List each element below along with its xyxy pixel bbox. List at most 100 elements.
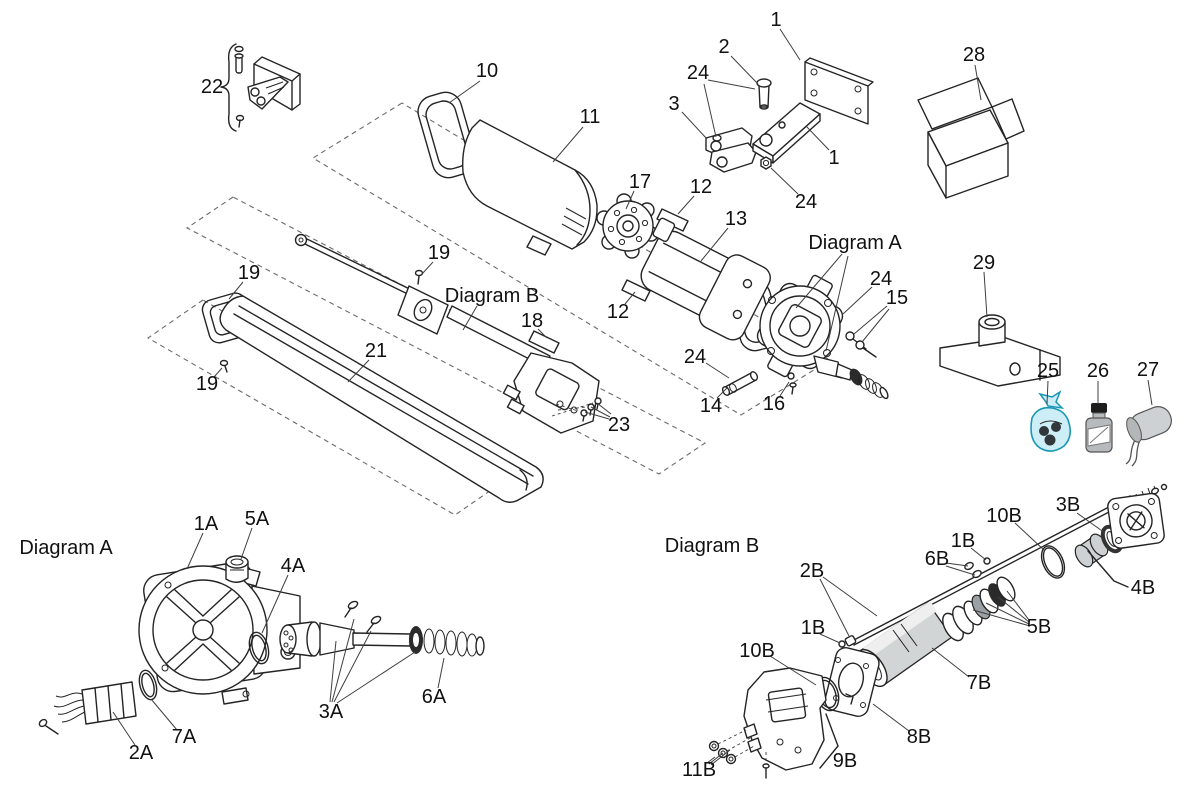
leader-24-clevis-1 [703, 83, 717, 138]
leader-4a-0 [261, 574, 289, 634]
leader-2b-0 [819, 578, 850, 637]
leader-11-0 [552, 126, 584, 163]
callout-22: 22 [201, 76, 223, 98]
callout-10b-left: 10B [739, 640, 775, 662]
callout-5b: 5B [1027, 616, 1051, 638]
part-15-screws [845, 331, 877, 358]
callout-23: 23 [608, 414, 630, 436]
part-4a-o-ring [248, 631, 270, 665]
part-28-packaging-box [917, 77, 1025, 199]
part-3a-release-shaft [279, 600, 423, 657]
leader-28-0 [974, 64, 982, 101]
callout-26: 26 [1087, 360, 1109, 382]
callout-1b-left: 1B [801, 617, 825, 639]
callout-11b: 11B [682, 759, 716, 781]
leader-diagram-a-ref-1 [825, 255, 849, 352]
callout-2a: 2A [129, 742, 154, 764]
callout-7a: 7A [172, 726, 197, 748]
part-1-mounting-plate [804, 57, 874, 125]
callout-diagram-b-ref: Diagram B [445, 285, 539, 307]
callout-29: 29 [973, 252, 995, 274]
leader-3a-2 [333, 630, 372, 703]
part-4b-end-flange [1087, 492, 1165, 588]
leader-1b-left-0 [819, 633, 841, 644]
leader-5a-0 [240, 527, 253, 560]
callout-18: 18 [521, 310, 543, 332]
part-6a-spring [423, 628, 485, 657]
front-flange-assembly [756, 274, 844, 378]
part-11-cover-tube [462, 119, 598, 256]
callout-10b-top: 10B [986, 505, 1022, 527]
leader-3a-0 [329, 640, 337, 703]
leader-10-left-0 [448, 80, 481, 104]
screw-shaft-assembly [294, 233, 600, 434]
callout-9b: 9B [833, 750, 857, 772]
callout-27: 27 [1137, 359, 1159, 381]
leader-23-0 [584, 411, 610, 420]
leader-17-0 [625, 190, 635, 210]
bushing [1074, 533, 1109, 568]
callout-13: 13 [725, 208, 747, 230]
leader-7b-0 [931, 647, 970, 678]
leader-23-2 [596, 402, 612, 415]
callout-4b: 4B [1131, 577, 1155, 599]
leader-6b-1 [945, 565, 976, 576]
leader-5b-1 [997, 596, 1030, 623]
leader-11b-1 [708, 752, 724, 765]
part-2b-push-rod [844, 483, 1168, 647]
part-6b-set-screws [964, 561, 982, 579]
callout-11: 11 [580, 106, 601, 128]
leader-1b-top-0 [970, 547, 987, 561]
leader-16-0 [779, 381, 790, 397]
leader-29-0 [983, 271, 988, 318]
part-1a-flange-housing [138, 561, 301, 705]
part-5a-gland [225, 555, 249, 583]
callout-1b-top: 1B [951, 530, 975, 552]
leader-2a-0 [112, 711, 136, 746]
leader-8b-0 [872, 703, 910, 732]
callout-6a: 6A [422, 686, 447, 708]
callout-2b: 2B [800, 560, 824, 582]
callout-24-flange: 24 [870, 268, 892, 290]
leader-3a-3 [336, 651, 416, 704]
callout-1a: 1A [194, 513, 219, 535]
callout-24-clevis: 24 [687, 62, 709, 84]
leader-18-0 [537, 328, 548, 339]
part-1-mounting-bar [752, 102, 821, 164]
callout-12-bottom: 12 [607, 301, 629, 323]
leader-15-0 [853, 305, 888, 335]
part-16-ball-and-screw [787, 372, 797, 395]
callout-16: 16 [763, 393, 785, 415]
leader-6a-0 [437, 657, 445, 689]
leader-19-screw-top-0 [421, 261, 434, 275]
part-21-rail [219, 295, 544, 503]
leader-19-screw-left-0 [213, 367, 223, 378]
callout-4a: 4A [281, 555, 306, 577]
part-14-pin [721, 371, 759, 396]
callout-1-plate: 1 [770, 9, 781, 31]
part-12-key-pins [621, 208, 689, 302]
leader-25-0 [1046, 380, 1049, 405]
leader-15-1 [861, 308, 890, 343]
callout-21: 21 [365, 340, 387, 362]
callout-24-nut: 24 [795, 191, 817, 213]
callout-12-top: 12 [690, 176, 712, 198]
leader-7a-0 [150, 698, 178, 731]
leader-10b-top-0 [1014, 522, 1046, 552]
leader-11b-2 [710, 749, 731, 766]
part-27-capacitor [1125, 406, 1172, 467]
leader-24-nut-0 [770, 167, 799, 195]
part-19-screws [219, 269, 424, 373]
leader-12-top-0 [677, 195, 695, 215]
callout-17: 17 [629, 171, 651, 193]
callout-24-pin: 24 [684, 346, 706, 368]
part-13-motor [640, 217, 771, 341]
callout-1-bar: 1 [828, 147, 839, 169]
callout-diagram-a-ref: Diagram A [808, 232, 902, 254]
callout-10-left: 10 [476, 60, 498, 82]
part-11b-o-rings [708, 729, 755, 765]
callout-3: 3 [668, 93, 679, 115]
part-25-hardware-bag [1030, 390, 1072, 452]
